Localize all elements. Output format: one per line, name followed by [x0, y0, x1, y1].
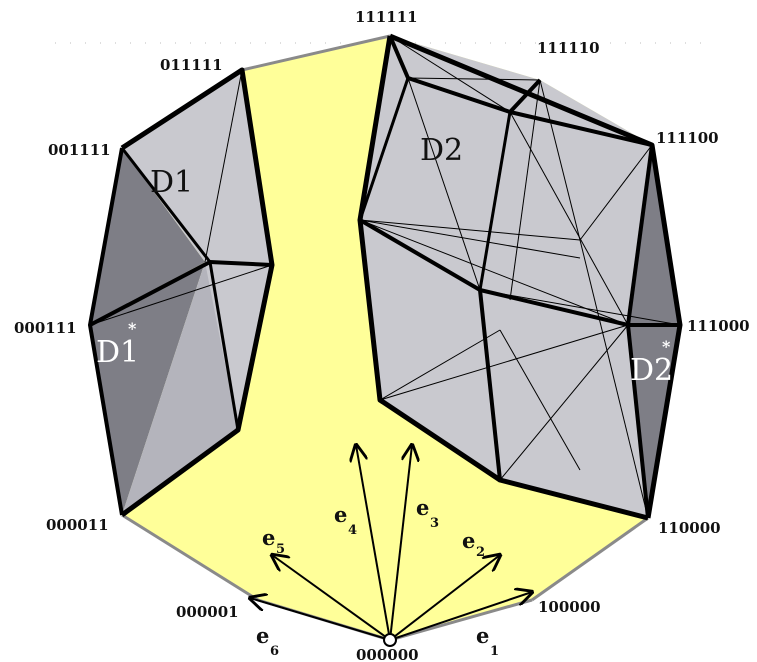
vertex-label-111000: 111000 — [687, 317, 750, 335]
vector-label-e5-sub: 5 — [276, 542, 285, 557]
region-label-d1: D1 — [150, 165, 193, 200]
d1-edges — [88, 67, 275, 518]
d2-hidden-edges — [359, 35, 681, 519]
vertex-label-001111: 001111 — [48, 141, 111, 159]
region-label-d2-star: D2 — [630, 353, 673, 388]
vertex-label-111110: 111110 — [537, 39, 600, 57]
vector-label-e4-sub: 4 — [348, 523, 357, 538]
vertex-label-000011: 000011 — [46, 516, 109, 534]
vector-e4 — [356, 445, 391, 641]
vector-label-e1-sub: 1 — [490, 644, 499, 659]
vertex-label-000111: 000111 — [14, 319, 77, 337]
vector-label-e4-base: e — [334, 502, 347, 527]
vector-e2 — [389, 555, 500, 641]
vector-label-e3-sub: 3 — [430, 516, 439, 531]
vertex-label-111111: 111111 — [355, 8, 418, 26]
vector-label-e6: e 6 — [256, 623, 279, 659]
vector-label-e2-sub: 2 — [476, 545, 485, 560]
region-label-d1-star: D1 — [96, 335, 139, 370]
basis-vectors — [250, 445, 532, 641]
star-mark-d1: * — [128, 319, 137, 338]
vector-e6 — [250, 598, 391, 641]
star-mark-d2: * — [662, 337, 671, 356]
vector-label-e6-base: e — [256, 623, 269, 648]
d1-face-dark — [90, 148, 205, 325]
vector-label-e3: e 3 — [416, 495, 439, 531]
origin-point — [383, 633, 397, 647]
vector-label-e3-base: e — [416, 495, 429, 520]
vector-label-e1-base: e — [476, 623, 489, 648]
vector-label-e2-base: e — [462, 528, 475, 553]
d2-face-light — [360, 36, 680, 518]
vector-label-e4: e 4 — [334, 502, 357, 538]
vector-e5 — [272, 555, 391, 641]
vector-label-e1: e 1 — [476, 623, 499, 659]
d1-zonotope — [88, 67, 275, 518]
d2-edges — [357, 33, 683, 521]
region-label-d2: D2 — [420, 133, 463, 168]
vertex-label-111100: 111100 — [656, 129, 719, 147]
d1-face-light-left — [122, 262, 238, 515]
vector-label-e5-base: e — [262, 525, 275, 550]
vertex-label-110000: 110000 — [658, 519, 721, 537]
vertex-label-011111: 011111 — [160, 56, 223, 74]
vector-label-e5: e 5 — [262, 525, 285, 557]
vector-label-e6-sub: 6 — [270, 644, 279, 659]
vertex-label-100000: 100000 — [538, 598, 601, 616]
vertex-label-000001: 000001 — [176, 603, 239, 621]
d1-face-dark-lower — [90, 262, 205, 515]
vector-label-e2: e 2 — [462, 528, 485, 560]
d2-zonotope — [357, 33, 683, 521]
vector-e1 — [389, 592, 532, 641]
vector-e3 — [389, 445, 412, 641]
vertex-label-000000: 000000 — [356, 646, 419, 662]
